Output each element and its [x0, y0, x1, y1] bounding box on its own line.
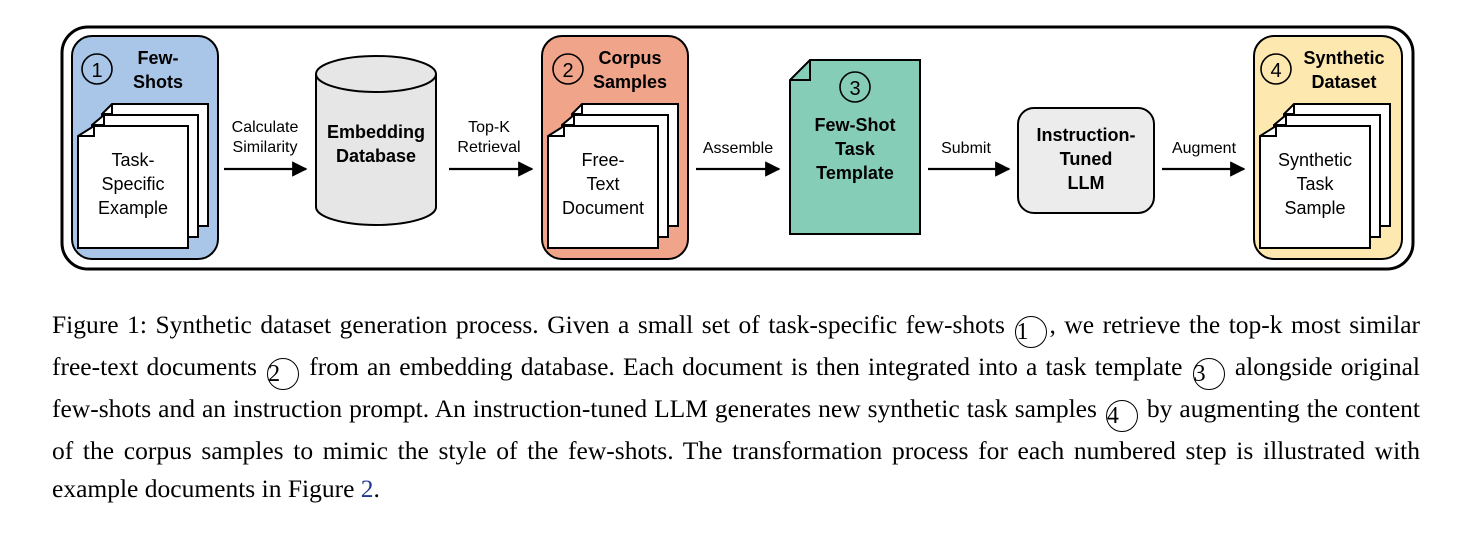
step-2-number: 2	[562, 60, 573, 82]
stage-2-title-line2: Samples	[593, 72, 667, 92]
arrow-top-k-retrieval: Top-K Retrieval	[449, 119, 534, 177]
document-stack-icon	[547, 103, 679, 249]
database-label-line1: Embedding	[327, 122, 425, 142]
caption-text-4: alongside original few-shots and an inst…	[52, 352, 1421, 423]
template-label-line1: Few-Shot	[815, 115, 896, 135]
arrow-augment-label: Augment	[1172, 140, 1237, 157]
arrow-augment: Augment	[1162, 140, 1246, 177]
diagram-frame	[60, 25, 1415, 271]
arrow-assemble: Assemble	[696, 140, 781, 177]
stage-2-doc-line1: Free-	[581, 150, 624, 170]
stage-2-doc-line3: Document	[562, 198, 644, 218]
step-4-number: 4	[1270, 60, 1281, 82]
stage-4-doc-line3: Sample	[1284, 198, 1345, 218]
figure-reference-link[interactable]: 2	[360, 473, 374, 503]
pipeline-diagram: 1 Few- Shots Task- Specific Example Calc…	[60, 25, 1415, 271]
step-1-badge	[81, 53, 113, 85]
caption-step-1-badge: 1	[1015, 316, 1048, 348]
stage-1-doc-line3: Example	[98, 198, 168, 218]
document-stack-icon	[1259, 103, 1391, 249]
stage-few-shots: 1 Few- Shots Task- Specific Example	[71, 35, 219, 260]
stage-corpus-samples: 2 Corpus Samples Free- Text Document	[541, 35, 689, 260]
instruction-tuned-llm: Instruction- Tuned LLM	[1017, 107, 1155, 214]
caption-text-5: by augmenting the content of the corpus …	[52, 394, 1421, 503]
stage-1-doc-line2: Specific	[101, 174, 164, 194]
llm-label-line3: LLM	[1068, 173, 1105, 193]
stage-1-doc-line1: Task-	[111, 150, 154, 170]
arrow-calculate-label-line2: Similarity	[233, 139, 298, 156]
arrow-calculate-label-line1: Calculate	[232, 119, 299, 136]
stage-4-doc-line1: Synthetic	[1278, 150, 1352, 170]
stage-4-title-line1: Synthetic	[1303, 48, 1384, 68]
stage-2-title-line1: Corpus	[599, 48, 662, 68]
llm-label-line2: Tuned	[1060, 149, 1113, 169]
step-4-badge	[1260, 53, 1292, 85]
caption-step-3-badge: 3	[1192, 358, 1225, 390]
stage-2-doc-line2: Text	[586, 174, 619, 194]
embedding-database: Embedding Database	[315, 55, 437, 226]
template-label-line2: Task	[835, 139, 876, 159]
caption-step-4-badge: 4	[1105, 400, 1138, 432]
stage-synthetic-dataset: 4 Synthetic Dataset Synthetic Task Sampl…	[1253, 35, 1403, 260]
stage-task-template: 3 Few-Shot Task Template	[789, 59, 921, 235]
step-3-badge	[839, 71, 871, 103]
stage-1-title-line2: Shots	[133, 72, 183, 92]
arrow-retrieval-label-line1: Top-K	[468, 119, 510, 136]
caption-text-3: from an embedding database. Each documen…	[309, 352, 1183, 381]
stage-4-title-line2: Dataset	[1311, 72, 1376, 92]
arrow-assemble-label: Assemble	[703, 140, 773, 157]
database-icon	[315, 74, 437, 226]
caption-text-6: .	[373, 473, 380, 503]
caption-text-1: Figure 1: Synthetic dataset generation p…	[52, 310, 1005, 339]
template-label-line3: Template	[816, 163, 894, 183]
document-stack-icon	[77, 103, 209, 249]
arrow-submit-label: Submit	[941, 140, 991, 157]
arrow-retrieval-label-line2: Retrieval	[457, 139, 520, 156]
llm-box	[1017, 107, 1155, 214]
arrow-submit: Submit	[928, 140, 1011, 177]
arrow-calculate-similarity: Calculate Similarity	[224, 119, 308, 177]
template-document-icon	[789, 59, 921, 235]
database-label-line2: Database	[336, 146, 416, 166]
llm-label-line1: Instruction-	[1037, 125, 1136, 145]
caption-text-2: , we retrieve the top-k most similar fre…	[52, 310, 1421, 381]
step-3-number: 3	[849, 78, 860, 100]
stage-1-title-line1: Few-	[137, 48, 178, 68]
step-2-badge	[552, 53, 584, 85]
stage-4-doc-line2: Task	[1296, 174, 1334, 194]
figure-caption: Figure 1: Synthetic dataset generation p…	[52, 306, 1420, 507]
step-1-number: 1	[91, 60, 102, 82]
caption-step-2-badge: 2	[267, 358, 300, 390]
